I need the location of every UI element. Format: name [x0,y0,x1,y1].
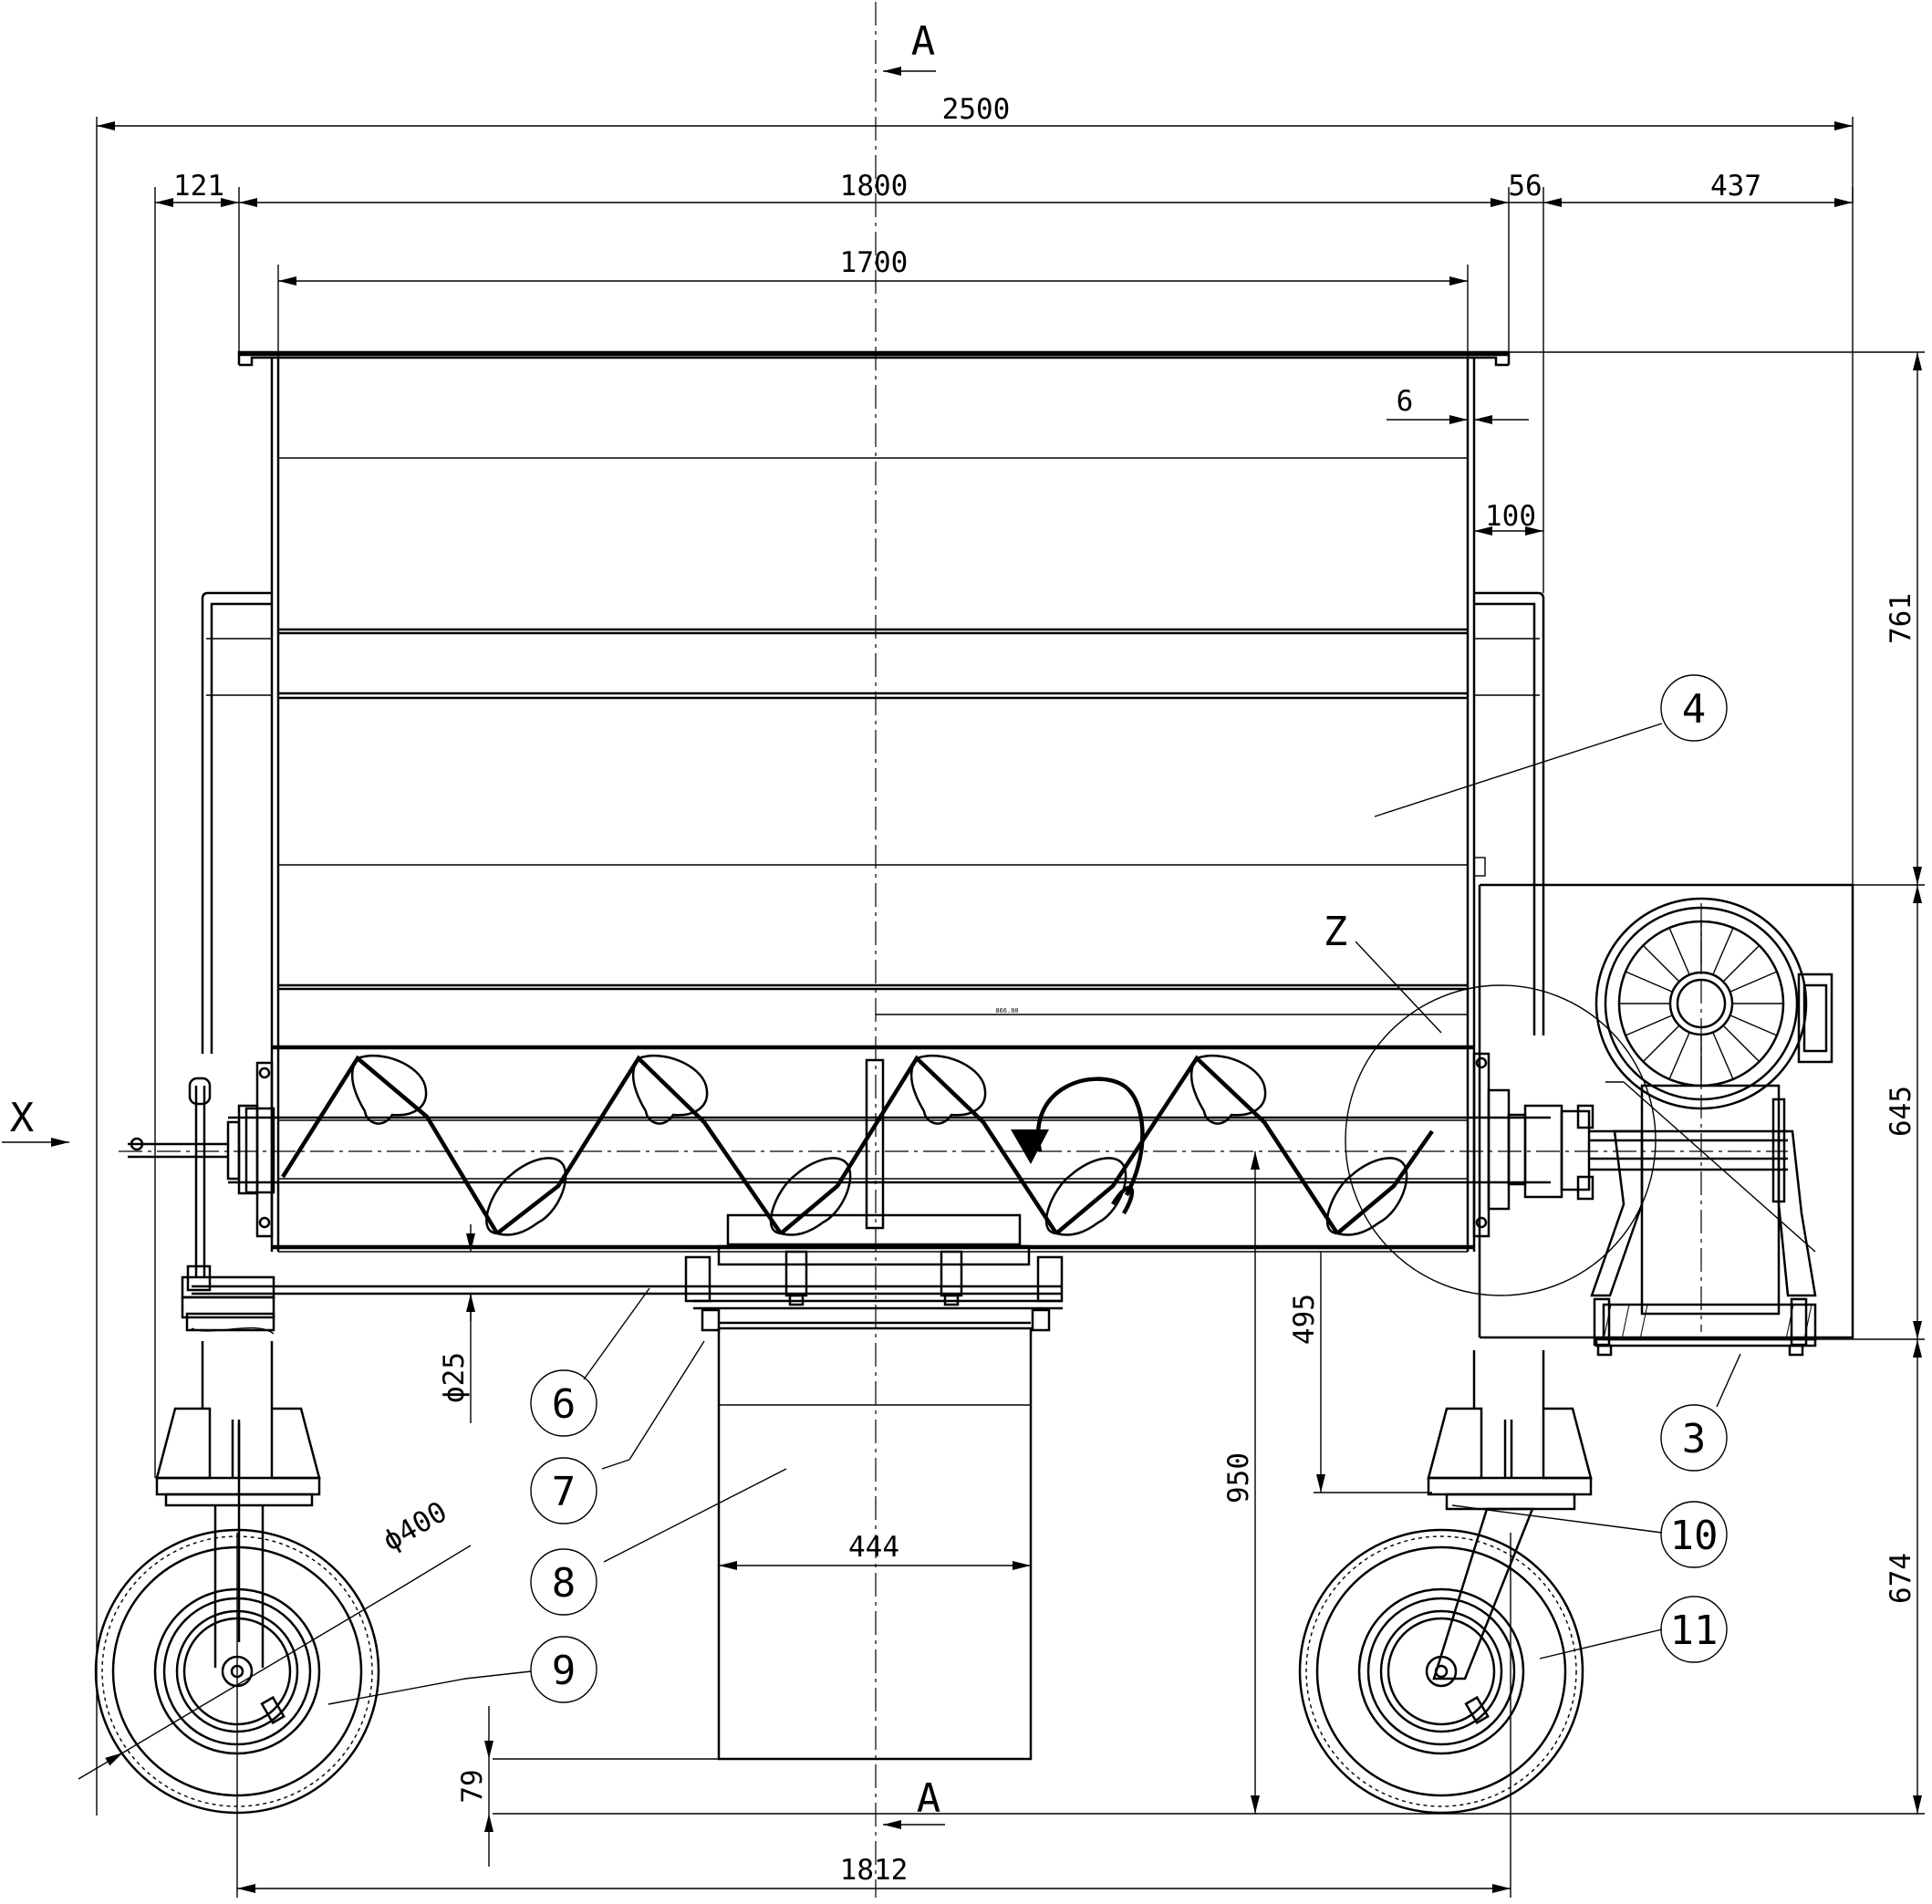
svg-text:10: 10 [1670,1513,1719,1559]
dim-121: 121 [173,170,224,203]
right-drive [1345,984,1817,1357]
svg-text:8: 8 [552,1560,576,1607]
dim-100: 100 [1485,500,1536,533]
balloon-11: 11 [1660,1596,1728,1663]
dimension-lines [2,67,1925,1898]
balloon-6: 6 [530,1369,597,1437]
dim-phi25: ϕ25 [438,1352,471,1403]
dim-phi400: ϕ400 [378,1495,453,1558]
svg-text:4: 4 [1682,686,1707,733]
balloon-leaders [327,723,1741,1705]
balloon-4: 4 [1660,674,1728,742]
dim-495: 495 [1288,1294,1321,1345]
dim-674: 674 [1885,1553,1917,1604]
section-a-top: A [911,18,936,65]
dim-2500: 2500 [942,93,1011,126]
dim-6: 6 [1397,385,1414,418]
section-x: X [10,1095,35,1141]
side-frames [201,591,1545,1054]
left-bearing [128,1061,1063,1332]
motor-enclosure [1473,857,1854,1339]
svg-text:3: 3 [1682,1416,1707,1462]
balloon-3: 3 [1660,1404,1728,1472]
dim-866-note: 866.00 [995,1007,1018,1014]
balloon-8: 8 [530,1548,597,1616]
svg-text:7: 7 [552,1469,576,1515]
balloons: 4 3 6 7 8 9 10 11 [530,674,1728,1703]
screw-conveyor [228,1054,1551,1236]
dim-761: 761 [1885,593,1917,644]
balloon-10: 10 [1660,1501,1728,1568]
dim-645: 645 [1885,1086,1917,1137]
balloon-9: 9 [530,1636,597,1703]
section-labels: A A X Z [10,18,1348,1822]
section-a-bottom: A [917,1775,941,1822]
dim-1800: 1800 [840,170,909,203]
hopper [237,350,1511,1253]
outlet [684,1213,1064,1761]
dim-1812: 1812 [840,1854,909,1887]
dimension-texts: 2500 121 1800 56 437 1700 6 100 761 645 … [173,93,1917,1887]
right-wheel [1298,1528,1584,1815]
dim-56: 56 [1508,170,1542,203]
right-caster [1425,1350,1593,1688]
dim-1700: 1700 [840,246,909,279]
svg-text:11: 11 [1670,1607,1719,1654]
balloon-7: 7 [530,1457,597,1524]
dim-444: 444 [848,1531,899,1564]
svg-text:6: 6 [552,1381,576,1428]
dim-437: 437 [1710,170,1761,203]
motor [1594,897,1833,1110]
dim-79: 79 [456,1769,489,1803]
svg-text:9: 9 [552,1648,576,1694]
base-hatch [1603,1304,1813,1340]
center-lines [119,2,1788,1898]
dim-950: 950 [1222,1452,1255,1503]
detail-z: Z [1324,909,1348,955]
